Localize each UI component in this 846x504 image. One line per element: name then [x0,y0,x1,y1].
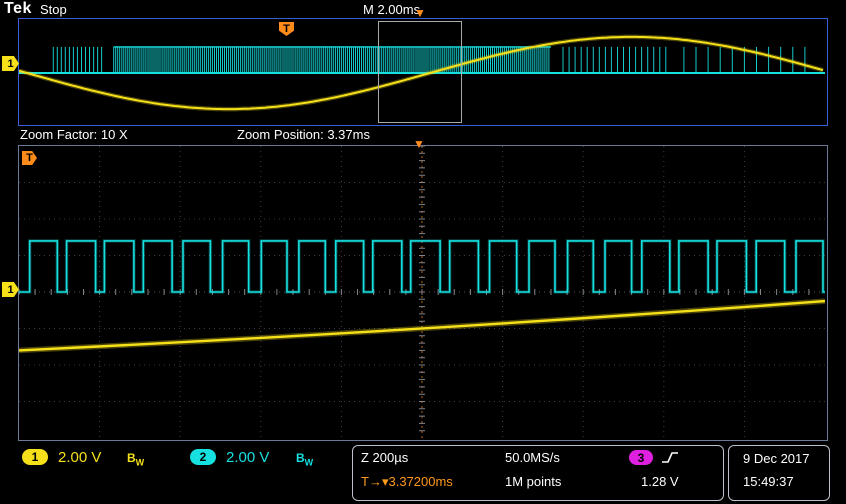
zoom-panel: T [18,145,828,441]
overview-waveform-svg [19,34,825,112]
rising-edge-icon [662,452,678,463]
delay-value: 3.37200ms [388,474,453,489]
trigger-level-readout: 1.28 V [641,474,679,489]
ch1-ground-label: 1 [7,57,14,70]
zoom-window-bracket[interactable] [378,21,462,123]
brand-logo: Tek [4,0,32,17]
acquisition-status: Stop [40,2,67,17]
time-readout: 15:49:37 [743,474,794,489]
datetime-box: 9 Dec 2017 15:49:37 [728,445,830,501]
ch2-badge[interactable]: 2 [190,449,216,465]
sample-rate-readout: 50.0MS/s [505,450,560,465]
zoom-trigger-flag: T [22,151,37,165]
zoom-timebase-readout: Z 200µs [361,450,409,465]
ch1-bandwidth-limit-icon: BW [127,451,145,468]
acquisition-box: Z 200µs 50.0MS/s 3 T→▾3.37200ms 1M point… [352,445,724,501]
ch1-badge-label: 1 [31,450,39,464]
delay-time-readout: T→▾3.37200ms [361,474,453,490]
ch1-ground-label-zoom: 1 [7,283,14,296]
zoom-factor-readout: Zoom Factor: 10 X [20,127,128,142]
ch1-ground-marker-zoom[interactable]: 1 [2,282,19,297]
zoom-position-readout: Zoom Position: 3.37ms [237,127,370,142]
record-length-readout: 1M points [505,474,562,489]
delay-marker-icon: ▾ [381,474,389,489]
ch2-scale-readout: 2.00 V [226,449,270,466]
m-position-marker-icon: ▼ [414,6,426,20]
date-readout: 9 Dec 2017 [743,451,810,466]
trigger-position-flag: T [279,22,294,36]
ch1-ground-marker-overview[interactable]: 1 [2,56,19,71]
zoom-trigger-flag-letter: T [26,152,33,164]
trigger-flag-letter: T [283,23,290,35]
delay-arrow-icon: T→ [361,474,382,489]
ch2-badge-label: 2 [199,450,207,464]
ch3-badge-label: 3 [637,450,645,465]
zoom-center-marker-icon: ▼ [413,137,425,151]
overview-panel: T [18,18,828,126]
ch1-badge[interactable]: 1 [22,449,48,465]
main-timebase-readout: M 2.00ms [363,2,421,17]
zoom-waveform-svg [19,146,825,438]
ch2-bandwidth-limit-icon: BW [296,451,314,468]
ch3-trigger-badge[interactable]: 3 [629,450,653,465]
ch1-scale-readout: 2.00 V [58,449,102,466]
